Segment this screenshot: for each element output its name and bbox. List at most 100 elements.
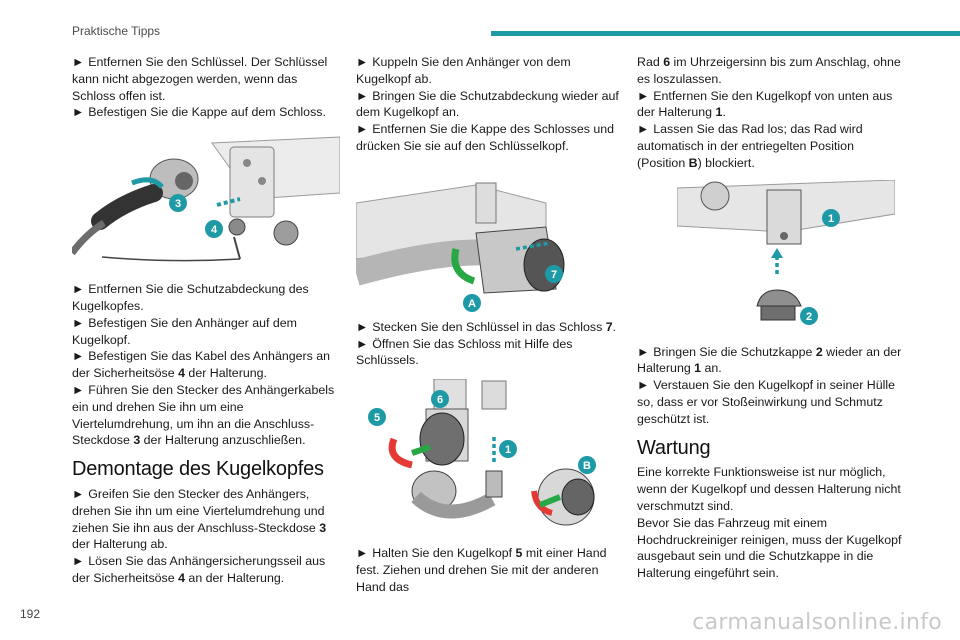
- column-3: Rad 6 im Uhrzeigersinn bis zum Anschlag,…: [637, 54, 905, 582]
- svg-text:4: 4: [211, 224, 218, 236]
- reference-number: 7: [605, 319, 613, 334]
- instruction-text: an.: [701, 361, 722, 376]
- arrow-bullet-icon: ►: [356, 319, 369, 334]
- reference-number: B: [688, 155, 698, 170]
- instruction-text: Kuppeln Sie den Anhänger von dem Kugelko…: [356, 55, 571, 86]
- instruction-list: Rad 6 im Uhrzeigersinn bis zum Anschlag,…: [637, 54, 905, 88]
- instruction-text: Lassen Sie das Rad los; das Rad wird aut…: [637, 122, 863, 170]
- reference-number: 3: [319, 520, 327, 535]
- callout-3: [169, 194, 187, 213]
- instruction-item: ►Kuppeln Sie den Anhänger von dem Kugelk…: [356, 54, 624, 88]
- instruction-item: ►Lassen Sie das Rad los; das Rad wird au…: [637, 121, 905, 171]
- instruction-list: ►Halten Sie den Kugelkopf 5 mit einer Ha…: [356, 545, 624, 595]
- arrow-bullet-icon: ►: [356, 122, 369, 137]
- callout-1: [822, 208, 840, 227]
- instruction-list: ►Entfernen Sie den Kugelkopf von unten a…: [637, 88, 905, 172]
- paragraph: Bevor Sie das Fahrzeug mit einem Hochdru…: [637, 515, 905, 582]
- instruction-text: Befestigen Sie die Kappe auf dem Schloss…: [88, 105, 326, 120]
- instruction-list: ►Entfernen Sie den Schlüssel. Der Schlüs…: [72, 54, 340, 121]
- instruction-item: ►Verstauen Sie den Kugelkopf in seiner H…: [637, 377, 905, 427]
- instruction-text: Entfernen Sie den Kugelkopf von unten au…: [637, 88, 893, 120]
- callout-5: [368, 408, 386, 427]
- section-heading: Demontage des Kugelkopfes: [72, 458, 324, 481]
- arrow-bullet-icon: ►: [72, 349, 85, 364]
- instruction-text: Bevor Sie das Fahrzeug mit einem Hochdru…: [637, 515, 902, 581]
- paragraph-list: Eine korrekte Funktionsweise ist nur mög…: [637, 464, 905, 582]
- column-2: ►Kuppeln Sie den Anhänger von dem Kugelk…: [356, 54, 624, 596]
- arrow-bullet-icon: ►: [637, 122, 650, 137]
- instruction-item: ►Lösen Sie das Anhängersicherungsseil au…: [72, 553, 340, 587]
- column-1: ►Entfernen Sie den Schlüssel. Der Schlüs…: [72, 54, 340, 587]
- arrow-bullet-icon: ►: [637, 344, 650, 359]
- reference-number: 2: [815, 344, 823, 359]
- instruction-text: Entfernen Sie die Kappe des Schlosses un…: [356, 122, 615, 153]
- instruction-list: ►Bringen Sie die Schutzkappe 2 wieder an…: [637, 344, 905, 428]
- instruction-text: Eine korrekte Funktionsweise ist nur mög…: [637, 465, 901, 513]
- instruction-item: ►Entfernen Sie die Kappe des Schlosses u…: [356, 121, 624, 155]
- instruction-text: .: [612, 319, 617, 334]
- instruction-item: ►Befestigen Sie das Kabel des Anhängers …: [72, 348, 340, 382]
- reference-number: 6: [663, 55, 671, 69]
- instruction-list: ►Entfernen Sie die Schutzabdeckung des K…: [72, 281, 340, 449]
- instruction-text: Führen Sie den Stecker des Anhängerkabel…: [72, 382, 335, 448]
- instruction-text: Stecken Sie den Schlüssel in das Schloss: [372, 319, 606, 334]
- instruction-text: Lösen Sie das Anhängersicherungsseil aus…: [72, 554, 326, 585]
- reference-number: 3: [133, 433, 141, 448]
- svg-text:3: 3: [175, 198, 181, 210]
- instruction-item: ►Entfernen Sie die Schutzabdeckung des K…: [72, 281, 340, 315]
- instruction-text: Öffnen Sie das Schloss mit Hilfe des Sch…: [356, 336, 573, 368]
- arrow-bullet-icon: ►: [356, 88, 369, 103]
- instruction-text: .: [722, 105, 726, 120]
- instruction-text: ) blockiert.: [697, 155, 755, 170]
- arrow-bullet-icon: ►: [72, 486, 85, 501]
- svg-text:1: 1: [828, 213, 834, 225]
- callout-7: [545, 264, 563, 283]
- instruction-list: ►Stecken Sie den Schlüssel in das Schlos…: [356, 319, 624, 369]
- instruction-item: ►Greifen Sie den Stecker des Anhängers, …: [72, 486, 340, 553]
- arrow-bullet-icon: ►: [637, 88, 650, 103]
- instruction-item: ►Entfernen Sie den Schlüssel. Der Schlüs…: [72, 54, 340, 104]
- arrow-bullet-icon: ►: [356, 55, 369, 69]
- instruction-text: Befestigen Sie das Kabel des Anhängers a…: [72, 349, 331, 381]
- instruction-text: Entfernen Sie die Schutzabdeckung des Ku…: [72, 282, 309, 313]
- instruction-item: ►Bringen Sie die Schutzkappe 2 wieder an…: [637, 344, 905, 378]
- svg-text:5: 5: [374, 412, 380, 424]
- instruction-text: Rad: [637, 55, 664, 69]
- callout-2: [800, 306, 818, 325]
- instruction-text: der Halterung.: [184, 366, 267, 381]
- arrow-bullet-icon: ►: [72, 282, 85, 297]
- arrow-bullet-icon: ►: [72, 382, 85, 397]
- reference-number: 1: [694, 361, 702, 376]
- instruction-text: wieder an der Halterung: [637, 344, 902, 376]
- arrow-bullet-icon: ►: [72, 55, 85, 69]
- svg-text:2: 2: [806, 311, 812, 323]
- instruction-text: im Uhrzeigersinn bis zum Anschlag, ohne …: [637, 55, 901, 86]
- callout-1: [499, 440, 517, 459]
- instruction-item: ►Entfernen Sie den Kugelkopf von unten a…: [637, 88, 905, 122]
- arrow-bullet-icon: ►: [356, 336, 369, 351]
- instruction-text: Befestigen Sie den Anhänger auf dem Kuge…: [72, 315, 297, 347]
- callout-6: [431, 390, 449, 409]
- instruction-item: ►Halten Sie den Kugelkopf 5 mit einer Ha…: [356, 545, 624, 595]
- watermark: carmanualsonline.info: [692, 610, 942, 635]
- instruction-text: Entfernen Sie den Schlüssel. Der Schlüss…: [72, 55, 328, 103]
- arrow-bullet-icon: ►: [637, 378, 650, 393]
- instruction-item: ►Befestigen Sie die Kappe auf dem Schlos…: [72, 104, 340, 121]
- arrow-bullet-icon: ►: [72, 554, 85, 569]
- instruction-list: ►Kuppeln Sie den Anhänger von dem Kugelk…: [356, 54, 624, 155]
- svg-text:A: A: [468, 298, 476, 310]
- callout-A: [463, 293, 481, 312]
- section-heading: Wartung: [637, 436, 711, 459]
- illustration-socket-connection: 3 4: [72, 133, 340, 276]
- instruction-item: ►Führen Sie den Stecker des Anhängerkabe…: [72, 382, 340, 449]
- svg-text:6: 6: [437, 394, 443, 406]
- reference-number: 4: [178, 366, 185, 381]
- instruction-text: Bringen Sie die Schutzkappe: [653, 344, 816, 359]
- callout-B: [578, 456, 596, 475]
- illustration-ball-head-removal: 5 6 1 B: [356, 379, 624, 538]
- reference-number: 5: [515, 546, 523, 561]
- callout-4: [205, 220, 223, 239]
- svg-text:1: 1: [505, 444, 511, 456]
- instruction-text: Halten Sie den Kugelkopf: [372, 546, 516, 561]
- instruction-text: an der Halterung.: [184, 570, 285, 585]
